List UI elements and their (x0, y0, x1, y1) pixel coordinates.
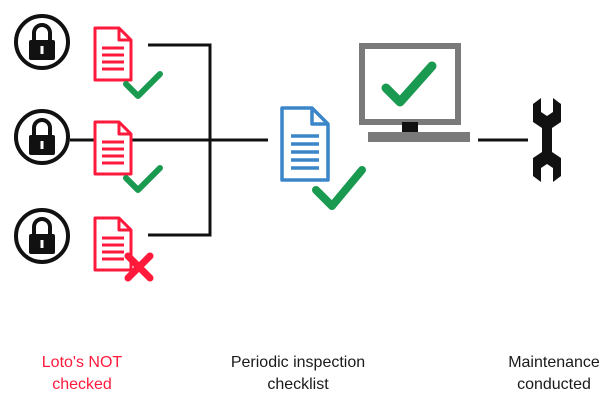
loto-row-2 (14, 109, 163, 193)
caption-checklist-line1: Periodic inspection (230, 354, 366, 371)
checkmark-icon (381, 61, 437, 107)
monitor-icon (359, 43, 470, 142)
document-icon (93, 26, 133, 82)
padlock-icon (14, 208, 70, 264)
cross-icon (124, 252, 154, 282)
wrench-icon (533, 98, 561, 182)
caption-maintenance-line2: conducted (517, 376, 591, 393)
caption-checklist-line2: checklist (267, 376, 329, 393)
checkmark-icon (123, 165, 163, 193)
checkmark-icon (312, 166, 366, 210)
document-icon (280, 106, 330, 182)
caption-maintenance-line1: Maintenance (508, 354, 600, 371)
caption-loto-not-checked: Loto's NOT checked (12, 352, 152, 396)
padlock-icon (14, 14, 70, 70)
loto-row-1 (14, 14, 163, 99)
checkmark-icon (123, 71, 163, 99)
loto-row-3 (14, 208, 154, 282)
checklist-group (280, 106, 366, 210)
caption-loto-line2: checked (52, 376, 112, 393)
document-icon (93, 216, 133, 272)
caption-periodic-inspection-checklist: Periodic inspection checklist (203, 352, 393, 396)
caption-loto-line1: Loto's NOT (41, 354, 123, 371)
document-icon (93, 120, 133, 176)
padlock-icon (14, 109, 70, 165)
caption-maintenance-conducted: Maintenance conducted (484, 352, 613, 396)
